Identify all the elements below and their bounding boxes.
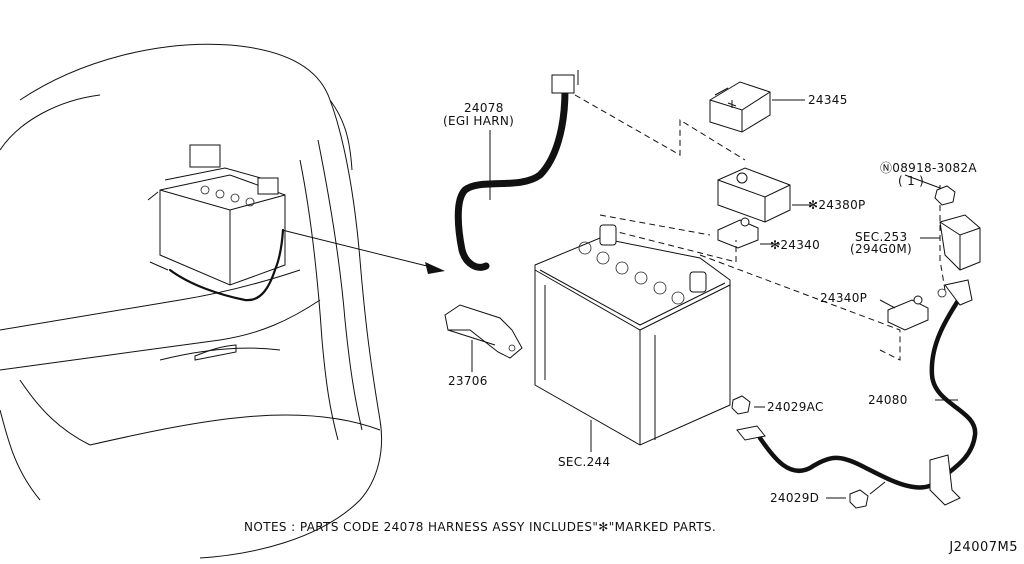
bolt-24029ac xyxy=(731,395,766,441)
label-08918-qty: ( 1 ) xyxy=(898,174,925,188)
label-sec253: SEC.253 xyxy=(855,230,908,244)
label-23706: 23706 xyxy=(448,374,488,388)
label-24380p: ✻24380P xyxy=(808,198,866,212)
bolt-24029d xyxy=(826,481,886,509)
label-24340: ✻24340 xyxy=(770,238,821,252)
terminal-24340p xyxy=(879,295,929,331)
label-24029ac: 24029AC xyxy=(767,400,824,414)
bracket-23706 xyxy=(444,304,523,372)
fusible-link-sec253 xyxy=(920,214,981,271)
leader-dashes xyxy=(574,94,946,361)
label-sec253-sub: (294G0M) xyxy=(850,242,912,256)
terminal-24380p xyxy=(717,167,815,223)
label-24029d: 24029D xyxy=(770,491,820,505)
harness-24078 xyxy=(454,70,579,271)
car-body-outline xyxy=(0,43,383,559)
notes-text: NOTES : PARTS CODE 24078 HARNESS ASSY IN… xyxy=(244,520,717,534)
nut-08918 xyxy=(934,185,956,206)
engine-bay-battery xyxy=(147,144,286,302)
label-24078-sub: (EGI HARN) xyxy=(443,114,515,128)
terminal-24340 xyxy=(717,217,780,249)
label-24078: 24078 xyxy=(464,101,504,115)
cable-24080 xyxy=(757,279,978,506)
label-24340p: 24340P xyxy=(820,291,868,305)
diagram-code: J24007M5 xyxy=(949,540,1018,555)
battery-sec244 xyxy=(534,224,731,452)
label-sec244: SEC.244 xyxy=(558,455,611,469)
label-24080: 24080 xyxy=(868,393,908,407)
label-08918-3082a: Ⓝ08918-3082A xyxy=(880,161,977,175)
detail-arrow xyxy=(281,229,445,274)
label-24345: 24345 xyxy=(808,93,848,107)
cover-24345 xyxy=(709,81,805,133)
label-leaders xyxy=(489,130,941,200)
